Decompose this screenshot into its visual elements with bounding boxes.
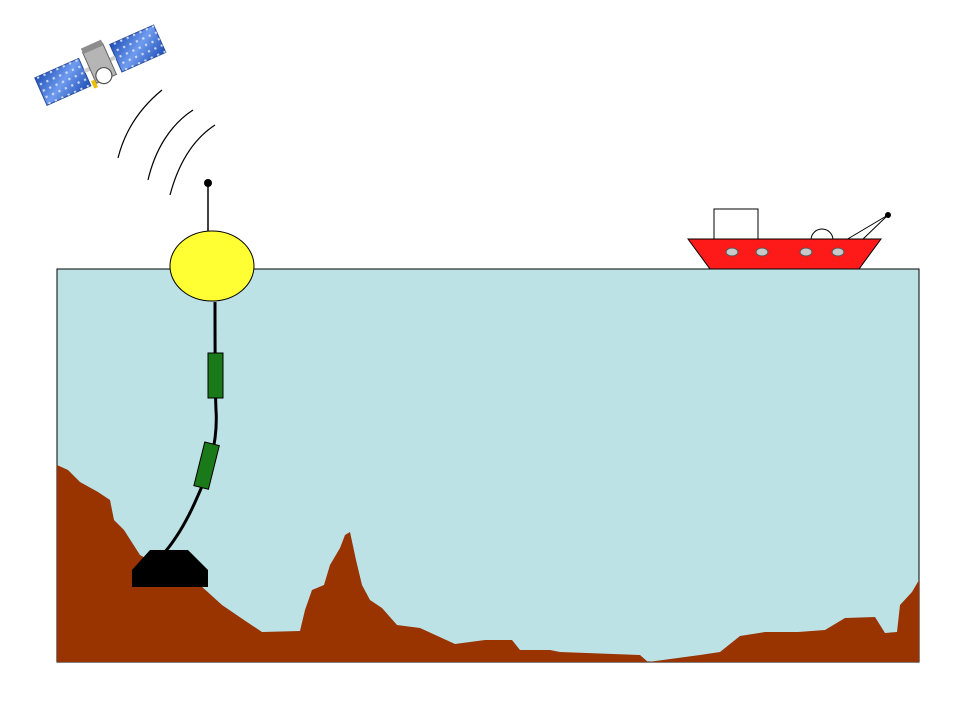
signal-wave-outer <box>117 89 163 159</box>
ship-porthole <box>725 247 739 257</box>
surface-buoy-icon <box>169 230 255 302</box>
signal-wave-middle <box>147 109 194 181</box>
instrument-lower <box>193 441 220 490</box>
signal-wave-inner <box>169 124 216 196</box>
ship-winch <box>810 228 834 241</box>
seabed-terrain <box>57 465 919 662</box>
ship-porthole <box>799 247 813 257</box>
ship-hull <box>687 238 882 270</box>
ship-porthole <box>755 247 769 257</box>
anchor-weight-icon <box>132 550 208 587</box>
ship-cabin <box>713 208 759 240</box>
research-vessel-icon <box>687 208 891 270</box>
ship-portholes <box>725 247 845 257</box>
satellite-top <box>80 39 104 55</box>
ship-porthole <box>831 247 845 257</box>
ship-crane-wire <box>861 214 889 241</box>
signal-waves-icon <box>117 89 216 196</box>
instrument-upper <box>207 352 224 399</box>
ship-crane-arm <box>845 214 889 241</box>
satellite-feed <box>91 79 98 89</box>
satellite-icon <box>34 24 167 106</box>
solar-panel-left-cells <box>34 58 91 106</box>
satellite-dish <box>95 67 113 85</box>
antenna-tip <box>204 179 212 187</box>
solar-panel-right-cells <box>109 25 166 72</box>
